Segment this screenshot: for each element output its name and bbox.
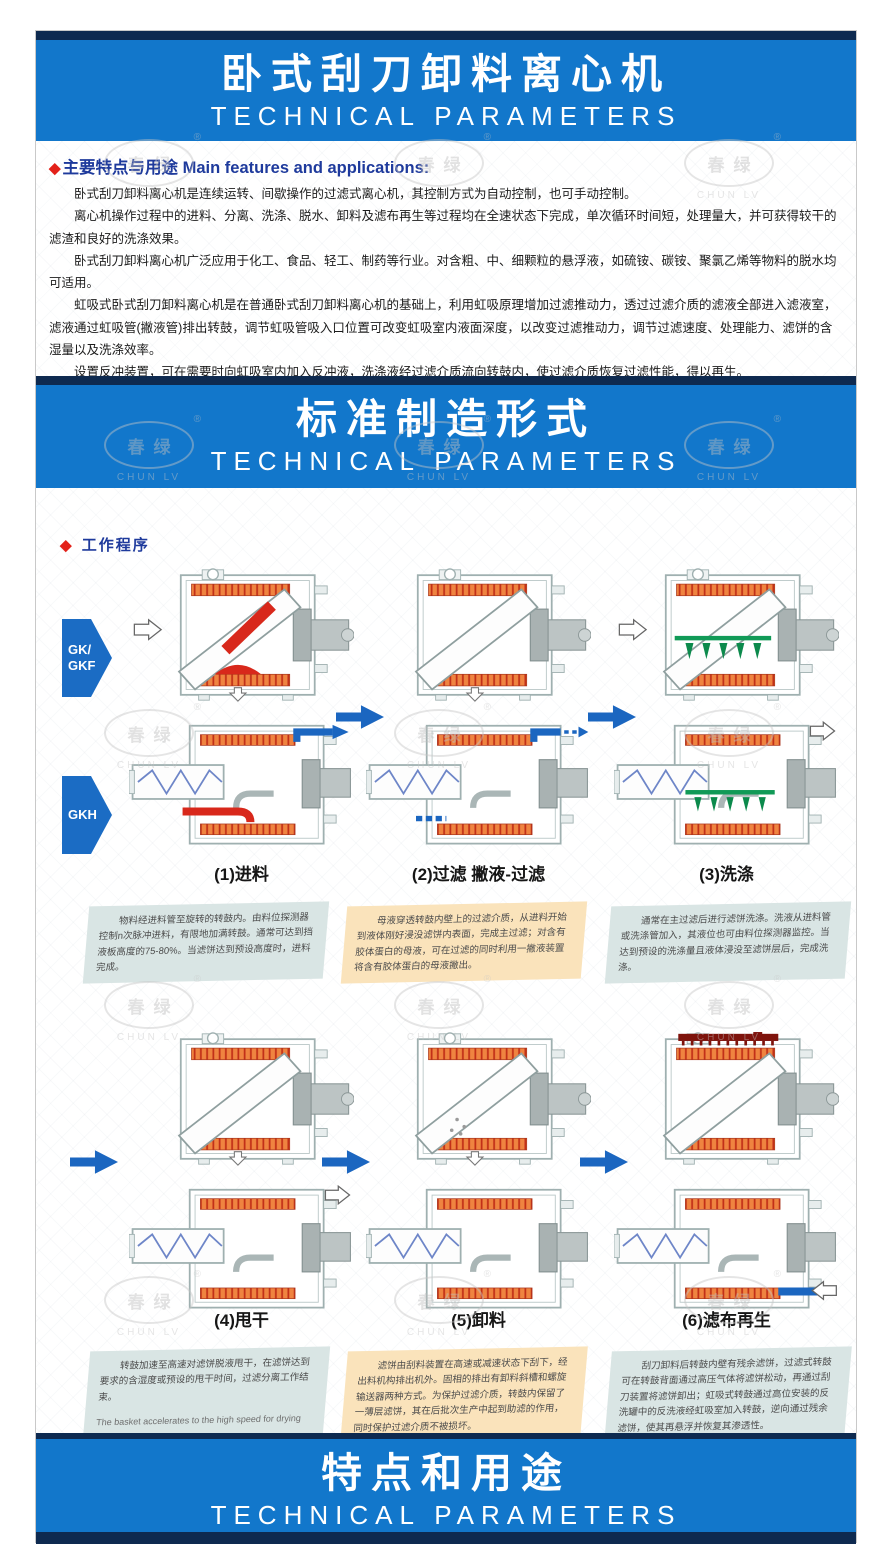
flow-arrow-right: [70, 1150, 118, 1174]
model-arrow-gkh: GKH: [62, 776, 112, 854]
step-note-text: 通常在主过滤后进行滤饼洗涤。洗液从进料管或洗涤管加入，其液位也可由料位探测器监控…: [617, 911, 832, 974]
step-note-1: 物料经进料管至旋转的转鼓内。由料位探测器控制n次脉冲进料，有限地加满转鼓。通常可…: [82, 901, 330, 984]
section-subtitle: TECHNICAL PARAMETERS: [210, 1500, 682, 1531]
features-paragraph: 卧式刮刀卸料离心机广泛应用于化工、食品、轻工、制药等行业。对含粗、中、细颗粒的悬…: [49, 253, 837, 290]
step-4-diagrams: [128, 1030, 355, 1315]
model-label-line: GKF: [68, 658, 96, 673]
step-caption-2: (2)过滤 撇液-过滤: [411, 865, 546, 884]
step-2-diagrams: [365, 566, 592, 851]
banner-bottom: 特点和用途 TECHNICAL PARAMETERS: [36, 1433, 856, 1544]
features-section: ◆主要特点与用途 Main features and applications:…: [36, 141, 856, 401]
features-paragraph: 卧式刮刀卸料离心机是连续运转、间歇操作的过滤式离心机，其控制方式为自动控制，也可…: [74, 187, 637, 201]
banner-bottom-navy-footer: [36, 1532, 856, 1544]
step-caption-3: (3)洗涤: [699, 865, 754, 884]
features-heading: ◆主要特点与用途 Main features and applications:: [49, 154, 838, 178]
banner-top: 卧式刮刀卸料离心机 TECHNICAL PARAMETERS: [36, 31, 856, 141]
centrifuge-diagram-gkh-regeneration: [613, 1177, 839, 1315]
centrifuge-diagram-gk-discharge: [366, 1030, 592, 1168]
step-1-diagrams: [128, 566, 355, 851]
features-heading-text: 主要特点与用途 Main features and applications:: [62, 159, 430, 177]
step-note-2: 母液穿透转鼓内壁上的过滤介质，从进料开始到液体刚好浸没滤饼内表面，完成主过滤；对…: [340, 901, 588, 984]
step-note-text: 转鼓加速至高速对滤饼脱液甩干，在滤饼达到要求的含湿度或预设的甩干时间，过滤分离工…: [97, 1356, 311, 1404]
centrifuge-diagram-gk-filtering: [366, 566, 592, 704]
step-note-text: 母液穿透转鼓内壁上的过滤介质，从进料开始到液体刚好浸没滤饼内表面，完成主过滤；对…: [353, 911, 568, 974]
page-frame: 卧式刮刀卸料离心机 TECHNICAL PARAMETERS ◆主要特点与用途 …: [35, 30, 857, 1544]
step-note-text: 刮刀卸料后转鼓内壁有残余滤饼，过滤式转鼓可在转鼓背面通过高压气体将滤饼松动，再通…: [616, 1356, 833, 1434]
banner-bottom-navy-strip: [36, 1433, 856, 1439]
section-subtitle: TECHNICAL PARAMETERS: [210, 446, 682, 477]
features-paragraph: 离心机操作过程中的进料、分离、洗涤、脱水、卸料及滤布再生等过程均在全速状态下完成…: [49, 209, 837, 246]
step-caption-5: (5)卸料: [451, 1311, 506, 1330]
step-caption-1: (1)进料: [214, 865, 269, 884]
banner-mid: 标准制造形式 TECHNICAL PARAMETERS: [36, 376, 856, 488]
work-procedure-section: ◆ 工作程序 GK/ GKF GKH (1)进料 (2)过滤 撇液-过滤 (3)…: [36, 488, 856, 1452]
step-note-text: 物料经进料管至旋转的转鼓内。由料位探测器控制n次脉冲进料，有限地加满转鼓。通常可…: [95, 911, 314, 974]
banner-mid-navy-strip: [36, 376, 856, 385]
model-label-line: GK/: [68, 642, 92, 658]
step-6-diagrams: [613, 1030, 840, 1315]
centrifuge-diagram-gk-regeneration: [614, 1030, 840, 1168]
section-title-standard-forms: 标准制造形式: [296, 396, 596, 442]
centrifuge-diagram-gk-feeding: [129, 566, 355, 704]
banner-top-navy-strip: [36, 31, 856, 40]
step-5-diagrams: [365, 1030, 592, 1315]
step-note-text: 滤饼由刮料装置在高速或减速状态下刮下，经出料机构排出机外。固相的排出有卸料斜槽和…: [352, 1356, 569, 1434]
centrifuge-diagram-gkh-feeding: [128, 713, 354, 851]
procedure-heading: ◆ 工作程序: [60, 534, 150, 555]
step-caption-6: (6)滤布再生: [682, 1311, 771, 1330]
diamond-bullet-icon: ◆: [60, 537, 74, 554]
section-title-features-uses: 特点和用途: [321, 1450, 571, 1496]
features-paragraph: 设置反冲装置，可在需要时向虹吸室内加入反冲液，洗涤液经过滤介质流向转鼓内，使过滤…: [74, 365, 750, 379]
step-note-5: 滤饼由刮料装置在高速或减速状态下刮下，经出料机构排出机外。固相的排出有卸料斜槽和…: [340, 1346, 588, 1444]
step-note-6: 刮刀卸料后转鼓内壁有残余滤饼，过滤式转鼓可在转鼓背面通过高压气体将滤饼松动，再通…: [604, 1346, 852, 1444]
diamond-bullet-icon: ◆: [49, 160, 61, 177]
page-title: 卧式刮刀卸料离心机: [221, 51, 671, 97]
step-note-3: 通常在主过滤后进行滤饼洗涤。洗液从进料管或洗涤管加入，其液位也可由料位探测器监控…: [604, 901, 852, 984]
centrifuge-diagram-gkh-skimming: [365, 713, 591, 851]
model-arrow-gk-gkf: GK/ GKF: [62, 619, 112, 697]
centrifuge-diagram-gk-washing: [614, 566, 840, 704]
procedure-heading-text: 工作程序: [81, 537, 150, 554]
centrifuge-diagram-gkh-discharge: [365, 1177, 591, 1315]
model-label-line: GKH: [68, 807, 97, 823]
features-paragraph: 虹吸式卧式刮刀卸料离心机是在普通卧式刮刀卸料离心机的基础上，利用虹吸原理增加过滤…: [49, 298, 837, 357]
page-subtitle: TECHNICAL PARAMETERS: [210, 101, 682, 132]
step-caption-4: (4)甩干: [214, 1311, 269, 1330]
centrifuge-diagram-gk-spindrying: [129, 1030, 355, 1168]
step-3-diagrams: [613, 566, 840, 851]
centrifuge-diagram-gkh-spindrying: [128, 1177, 354, 1315]
centrifuge-diagram-gkh-washing: [613, 713, 839, 851]
